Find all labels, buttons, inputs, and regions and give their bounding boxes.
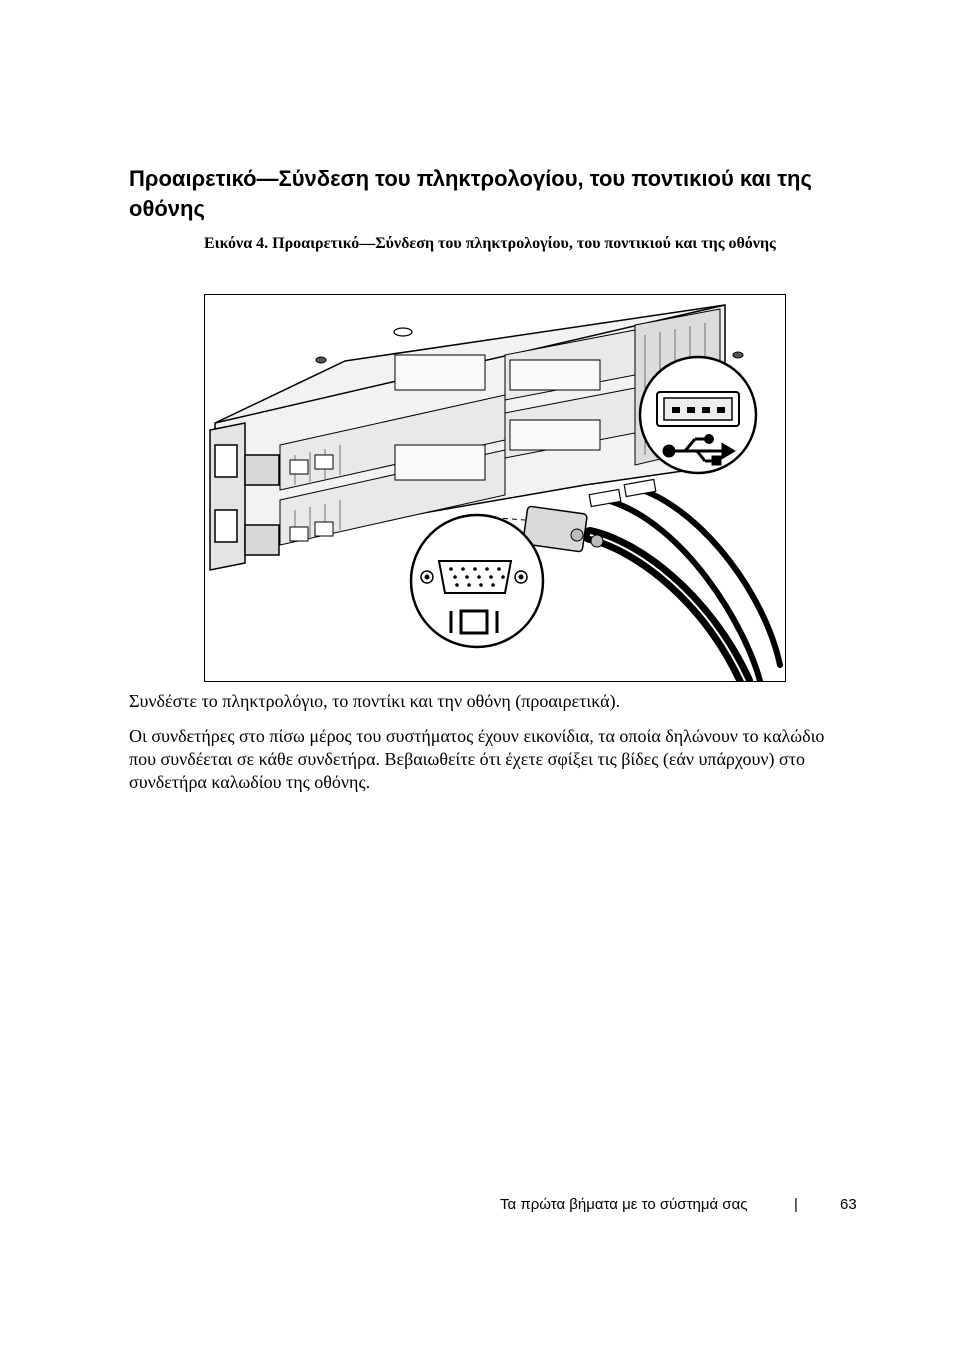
instruction-paragraph: Συνδέστε το πληκτρολόγιο, το ποντίκι και…: [129, 691, 621, 711]
page-number: 63: [840, 1196, 857, 1213]
footer-chapter-title: Τα πρώτα βήματα με το σύστημά σας: [500, 1196, 748, 1213]
usb-symbol-icon: [662, 434, 736, 466]
footer-separator: |: [794, 1196, 798, 1213]
section-title: Προαιρετικό—Σύνδεση του πληκτρολογίου, τ…: [129, 166, 812, 221]
figure-caption: Εικόνα 4. Προαιρετικό—Σύνδεση του πληκτρ…: [204, 235, 776, 252]
monitor-symbol-icon: [449, 609, 499, 635]
connector-note-paragraph: Οι συνδετήρες στο πίσω μέρος του συστήμα…: [129, 726, 825, 792]
connection-illustration: [204, 294, 786, 682]
vga-cable: [522, 505, 753, 681]
vga-port-icon: [409, 513, 545, 649]
usb-port-icon: [638, 355, 758, 475]
usb-cables: [607, 488, 783, 681]
